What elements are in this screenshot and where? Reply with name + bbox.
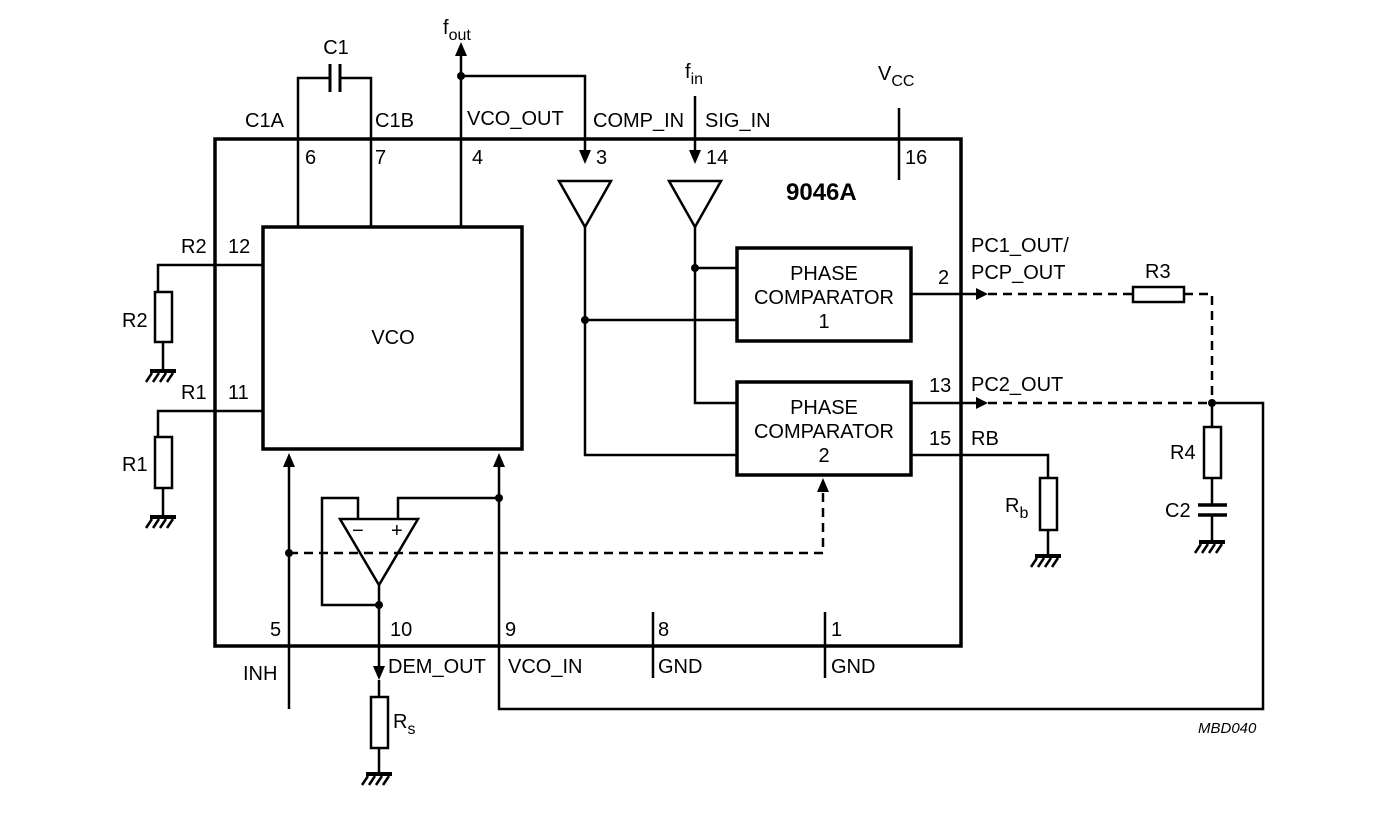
pc1-line2: COMPARATOR [754,287,894,309]
pc1-line1: PHASE [790,263,858,285]
pc1-out-signal: PC1_OUT/ [971,235,1069,257]
r4-label: R4 [1170,442,1196,464]
c1-capacitor [296,64,373,227]
pin-2: 2 [938,267,949,289]
demodulator-opamp [320,494,503,609]
pin-3: 3 [596,147,607,169]
gnd-signal-8: GND [658,656,702,678]
c1b-signal: C1B [375,110,414,132]
comp-in-signal: COMP_IN [593,110,684,132]
pin-7: 7 [375,147,386,169]
vco-label: VCO [371,327,414,349]
r3-label: R3 [1145,261,1171,283]
pc1-output [911,285,1214,403]
pin-16: 16 [905,147,927,169]
pin-10: 10 [390,619,412,641]
vco-block [261,225,524,451]
vco-out-wire [455,42,591,227]
pin-6: 6 [305,147,316,169]
inh-wire [283,453,295,709]
gnd-signal-1: GND [831,656,875,678]
fin-label: fin [685,61,703,88]
opamp-plus: + [391,520,403,542]
pin-8: 8 [658,619,669,641]
c2-label: C2 [1165,500,1191,522]
phase-comparator-1: PHASE COMPARATOR 1 [735,246,913,343]
opamp-minus: − [352,520,364,542]
pcp-out-signal: PCP_OUT [971,262,1065,284]
pc2-output [493,397,1265,711]
figure-id: MBD040 [1198,720,1257,737]
sig-in-signal: SIG_IN [705,110,771,132]
pc2-line3: 2 [818,445,829,467]
vco-out-signal: VCO_OUT [467,108,564,130]
pin-15: 15 [929,428,951,450]
pin-11: 11 [228,382,249,404]
dem-out-signal: DEM_OUT [388,656,486,678]
pc1-line3: 1 [818,311,829,333]
r1-signal: R1 [181,382,207,404]
rb-label: Rb [1005,495,1028,522]
c1a-signal: C1A [245,110,285,132]
fout-label: fout [443,17,471,44]
phase-comparator-2: PHASE COMPARATOR 2 [735,380,913,477]
pin-13: 13 [929,375,951,397]
pc2-out-signal: PC2_OUT [971,374,1063,396]
inh-signal: INH [243,663,277,685]
pc2-line1: PHASE [790,397,858,419]
chip-outline [213,137,963,648]
rb-signal: RB [971,428,999,450]
pin-12: 12 [228,236,250,258]
r1-label: R1 [122,454,148,476]
comp-in-buffer [556,179,737,457]
c1-label: C1 [323,37,349,59]
sig-in-wire [666,96,737,405]
inhibit-dashed-line [289,478,829,555]
pin-1: 1 [831,619,842,641]
chip-name: 9046A [786,179,857,206]
rb-resistor [911,453,1061,568]
r2-label: R2 [122,310,148,332]
pc2-line2: COMPARATOR [754,421,894,443]
vcc-label: VCC [878,63,914,90]
vco-in-signal: VCO_IN [508,656,582,678]
pin-14: 14 [706,147,728,169]
pin-4: 4 [472,147,483,169]
rs-label: Rs [393,711,415,738]
pin-5: 5 [270,619,281,641]
r2-signal: R2 [181,236,207,258]
dem-out-wire [360,605,392,786]
pin-9: 9 [505,619,516,641]
r2-resistor [144,263,263,383]
r4-c2-filter [1193,403,1227,554]
r1-resistor [144,409,263,529]
